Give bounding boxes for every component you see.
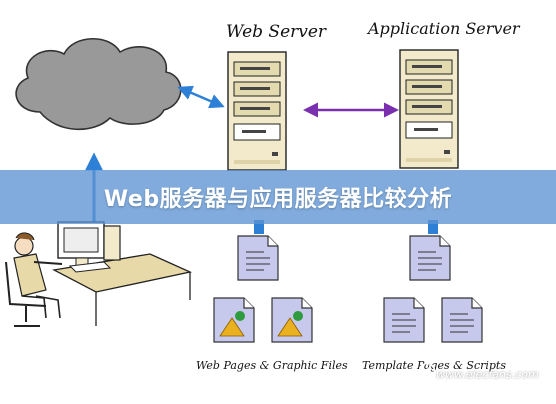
watermark-logo-icon [418,362,436,380]
image-file-icon [213,297,255,343]
web-server-label: Web Server [226,22,327,42]
cloud-webserver-arrow [177,85,225,109]
cloud-icon [15,38,182,131]
application-server-label: Application Server [368,19,520,38]
application-server-icon [399,49,459,169]
user-at-computer-icon [5,221,193,327]
document-icon [441,297,483,343]
template-files-label: Template Pages & Scripts [362,359,506,372]
web-server-icon [227,51,287,171]
title-banner: Web服务器与应用服务器比较分析 [0,170,556,224]
document-icon [409,235,451,281]
image-file-icon [271,297,313,343]
watermark-text: www.elecfans.com [436,368,539,381]
document-icon [383,297,425,343]
web-files-label: Web Pages & Graphic Files [196,359,348,372]
banner-title: Web服务器与应用服务器比较分析 [103,187,453,212]
document-icon [237,235,279,281]
